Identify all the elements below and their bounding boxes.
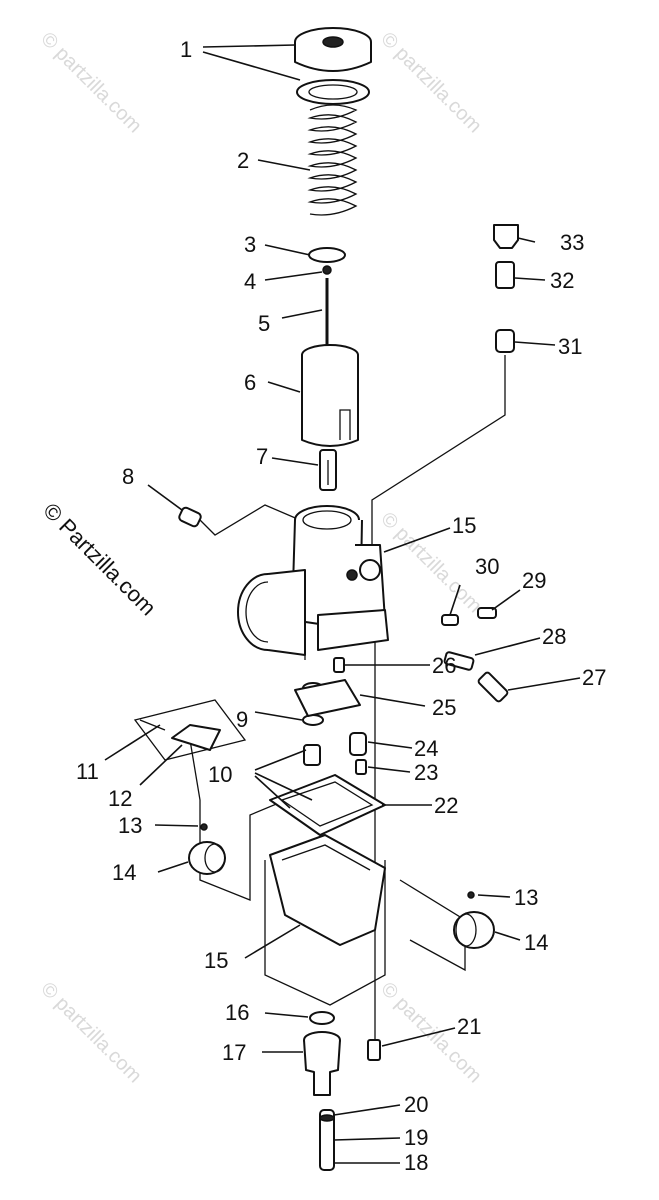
- label-1: 1: [180, 37, 192, 62]
- part-12-float-arm: [171, 724, 221, 751]
- part-4-clip: [322, 265, 332, 275]
- label-4: 4: [244, 269, 256, 294]
- label-27: 27: [582, 665, 606, 690]
- part-8-fitting: [178, 506, 202, 528]
- label-8: 8: [122, 464, 134, 489]
- label-17: 17: [222, 1040, 246, 1065]
- label-28: 28: [542, 624, 566, 649]
- label-11: 11: [76, 759, 99, 784]
- part-29-screw: [477, 607, 497, 619]
- label-15b: 15: [204, 948, 228, 973]
- label-19: 19: [404, 1125, 428, 1150]
- label-23: 23: [414, 760, 438, 785]
- part-14b-float: [453, 911, 495, 949]
- label-32: 32: [550, 268, 574, 293]
- label-9: 9: [236, 707, 248, 732]
- part-30-spring: [441, 614, 459, 626]
- carburetor-body: [237, 505, 389, 656]
- part-31-nut: [495, 329, 515, 353]
- label-24: 24: [414, 736, 438, 761]
- label-22: 22: [434, 793, 458, 818]
- part-15-float-bowl: [269, 834, 386, 946]
- label-16: 16: [225, 1000, 249, 1025]
- label-33: 33: [560, 230, 584, 255]
- part-3-retainer: [308, 247, 346, 275]
- part-24-jet: [349, 732, 367, 756]
- watermark-tile: © partzilla.com: [376, 28, 485, 137]
- part-17-drain: [303, 1031, 341, 1096]
- part-14-float: [188, 841, 226, 875]
- part-1-cap: [294, 27, 372, 105]
- label-26: 26: [432, 653, 456, 678]
- label-6: 6: [244, 370, 256, 395]
- label-30: 30: [475, 554, 499, 579]
- part-21-screw: [367, 1039, 381, 1061]
- part-16-oring: [309, 1011, 335, 1025]
- label-29: 29: [522, 568, 546, 593]
- label-14b: 14: [524, 930, 548, 955]
- part-13b-pin: [467, 891, 475, 899]
- label-25: 25: [432, 695, 456, 720]
- label-12: 12: [108, 786, 132, 811]
- part-number-labels: 1 2 3 4 5 6 7 8 9 10 11 12 13 14 15 15 1…: [76, 37, 606, 1175]
- part-33-fitting: [493, 224, 519, 249]
- part-11-pin: [139, 719, 166, 731]
- label-18: 18: [404, 1150, 428, 1175]
- part-27-screw: [477, 671, 509, 703]
- part-25-plate: [294, 679, 361, 717]
- label-10: 10: [208, 762, 232, 787]
- part-18-19-20-tube: [319, 1109, 335, 1171]
- part-13-pin: [200, 823, 208, 831]
- label-14: 14: [112, 860, 136, 885]
- label-5: 5: [258, 311, 270, 336]
- leader-lines: [104, 44, 581, 1164]
- label-31: 31: [558, 334, 582, 359]
- label-15: 15: [452, 513, 476, 538]
- label-3: 3: [244, 232, 256, 257]
- part-7-holder: [319, 449, 337, 491]
- label-2: 2: [237, 148, 249, 173]
- part-2-spring: [307, 104, 358, 216]
- part-6-slide: [301, 344, 359, 447]
- part-26-screw: [333, 657, 345, 673]
- watermark-main: © Partzilla.com: [38, 498, 161, 621]
- part-32-spring: [495, 261, 515, 289]
- label-13b: 13: [514, 885, 538, 910]
- part-23-jet: [355, 759, 367, 775]
- part-28-spring: [443, 651, 475, 671]
- label-7: 7: [256, 444, 268, 469]
- watermark-tile: © partzilla.com: [36, 978, 145, 1087]
- label-13: 13: [118, 813, 142, 838]
- label-21: 21: [457, 1014, 481, 1039]
- watermark-tile: © partzilla.com: [36, 28, 145, 137]
- label-20: 20: [404, 1092, 428, 1117]
